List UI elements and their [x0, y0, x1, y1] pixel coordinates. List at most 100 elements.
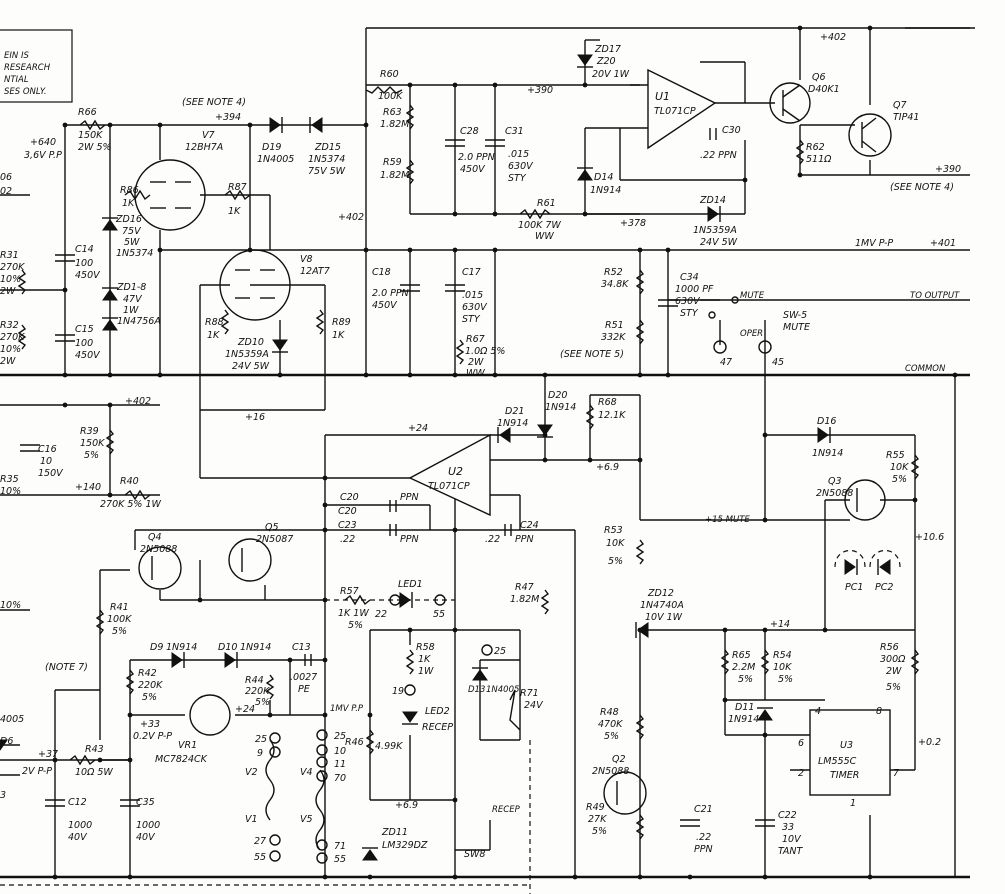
rail-640: +640: [30, 137, 56, 148]
r58-ref: R58: [416, 642, 435, 653]
c31-volt: 630V: [508, 161, 534, 172]
v8-tube: [219, 249, 291, 321]
c12-volt: 40V: [68, 832, 88, 843]
zd11-ref: ZD11: [381, 827, 408, 838]
see-note-4-out: (SEE NOTE 4): [890, 182, 954, 193]
u3-pin-1: 1: [850, 798, 856, 809]
rail-24: +24: [408, 423, 428, 434]
mute-label: MUTE: [740, 291, 765, 301]
left-d6: D6: [0, 736, 13, 747]
v5-label: V5: [300, 814, 313, 825]
pin-47: 47: [720, 357, 732, 368]
r68-ref: R68: [598, 397, 617, 408]
q3-ref: Q3: [828, 476, 842, 487]
r67-ref: R67: [466, 334, 485, 345]
rail-402-mid: +402: [338, 212, 364, 223]
d20-part: 1N914: [545, 402, 576, 413]
r59-ref: R59: [383, 157, 402, 168]
left-r-tol-2: 10%: [0, 600, 21, 611]
u2-part: TL071CP: [428, 481, 470, 492]
r47-val: 1.82M: [510, 594, 539, 605]
c12-ref: C12: [68, 797, 87, 808]
c21-type: PPN: [694, 844, 713, 855]
r68-val: 12.1K: [598, 410, 626, 421]
r87-ref: R87: [228, 182, 247, 193]
u3-pin-8: 8: [876, 706, 882, 717]
c22-val: 33: [782, 822, 794, 833]
zd15-part: 1N5374: [308, 154, 345, 165]
r42-ref: R42: [138, 668, 157, 679]
r71-ref: R71: [520, 688, 539, 699]
r40-ref: R40: [120, 476, 139, 487]
rail-402-left: +402: [125, 396, 151, 407]
c35-ref: C35: [136, 797, 155, 808]
r54-ref: R54: [773, 650, 792, 661]
r65-ref: R65: [732, 650, 751, 661]
c14-val: 100: [75, 258, 93, 269]
r47-ref: R47: [515, 582, 534, 593]
zd10-part: 1N5359A: [225, 349, 269, 360]
q2-transistor: [603, 771, 647, 815]
zd14-val: 24V 5W: [700, 237, 738, 248]
zd10-ref: ZD10: [237, 337, 264, 348]
rail-394: +394: [215, 112, 241, 123]
pc2-ref: PC2: [875, 582, 893, 593]
r42-val: 220K: [138, 680, 163, 691]
led1-pin-22: 22: [375, 609, 387, 620]
d13-ref: D13: [468, 685, 485, 695]
notice-line-2: RESEARCH: [4, 63, 51, 73]
c31-type: STY: [508, 173, 527, 184]
diodes: [0, 54, 891, 861]
r66-val: 150K: [78, 130, 103, 141]
heater-pin-27: 27: [254, 836, 266, 847]
note-7: (NOTE 7): [45, 662, 88, 673]
r60-val: 100K: [378, 91, 403, 102]
zd17-val: 20V 1W: [592, 69, 630, 80]
c34-val: 1000 PF: [675, 284, 714, 295]
c16-volt: 150V: [38, 468, 64, 479]
rail-02: +0.2: [918, 737, 941, 748]
r52-ref: R52: [604, 267, 623, 278]
c20-val: C20: [340, 492, 359, 503]
rail-inv-pp-2: 1MV P.P: [330, 704, 364, 714]
r46-val: 4.99K: [375, 741, 403, 752]
q7-ref: Q7: [893, 100, 907, 111]
zd18-ref: ZD1-8: [116, 282, 146, 293]
r55-tol: 5%: [892, 474, 907, 485]
c12-val: 1000: [68, 820, 92, 831]
r86-val: 1K: [122, 198, 135, 209]
c20-ref-label: C20: [338, 506, 357, 517]
zd16-w: 5W: [124, 237, 140, 248]
v2-label: V2: [245, 767, 258, 778]
heater-pin-55a: 55: [254, 852, 266, 863]
left-r35: R35: [0, 474, 19, 485]
r48-ref: R48: [600, 707, 619, 718]
u3-pin-7: 7: [893, 768, 899, 779]
notice-line-4: SES ONLY.: [4, 87, 47, 97]
notice-line-3: NTIAL: [4, 75, 29, 85]
zd12-ref: ZD12: [647, 588, 674, 599]
rail-14: +14: [770, 619, 790, 630]
led2-ref: LED2: [425, 706, 450, 717]
r61-ref: R61: [537, 198, 556, 209]
rail-69-b: +6.9: [395, 800, 418, 811]
resistors: [17, 86, 920, 840]
sw5-func: MUTE: [783, 322, 810, 333]
r56-w: 2W: [886, 666, 902, 677]
d16-ref: D16: [817, 416, 836, 427]
rail-37-pp: 2V P-P: [22, 766, 52, 777]
q6-part: D40K1: [808, 84, 840, 95]
rail-24-b: +24: [235, 704, 255, 715]
heater-pin-70: 70: [334, 773, 346, 784]
r67-val: 1.0Ω 5%: [465, 346, 505, 357]
d10-ref: D10: [218, 642, 237, 653]
d14-part: 1N914: [590, 185, 621, 196]
v8-part: 12AT7: [300, 266, 330, 277]
c28-val: 2.0 PPN: [458, 152, 495, 163]
d16-part: 1N914: [812, 448, 843, 459]
to-output: TO OUTPUT: [910, 291, 960, 301]
r57-tol: 5%: [348, 620, 363, 631]
r71-val: 24V: [524, 700, 544, 711]
oper-label: OPER: [740, 329, 763, 339]
